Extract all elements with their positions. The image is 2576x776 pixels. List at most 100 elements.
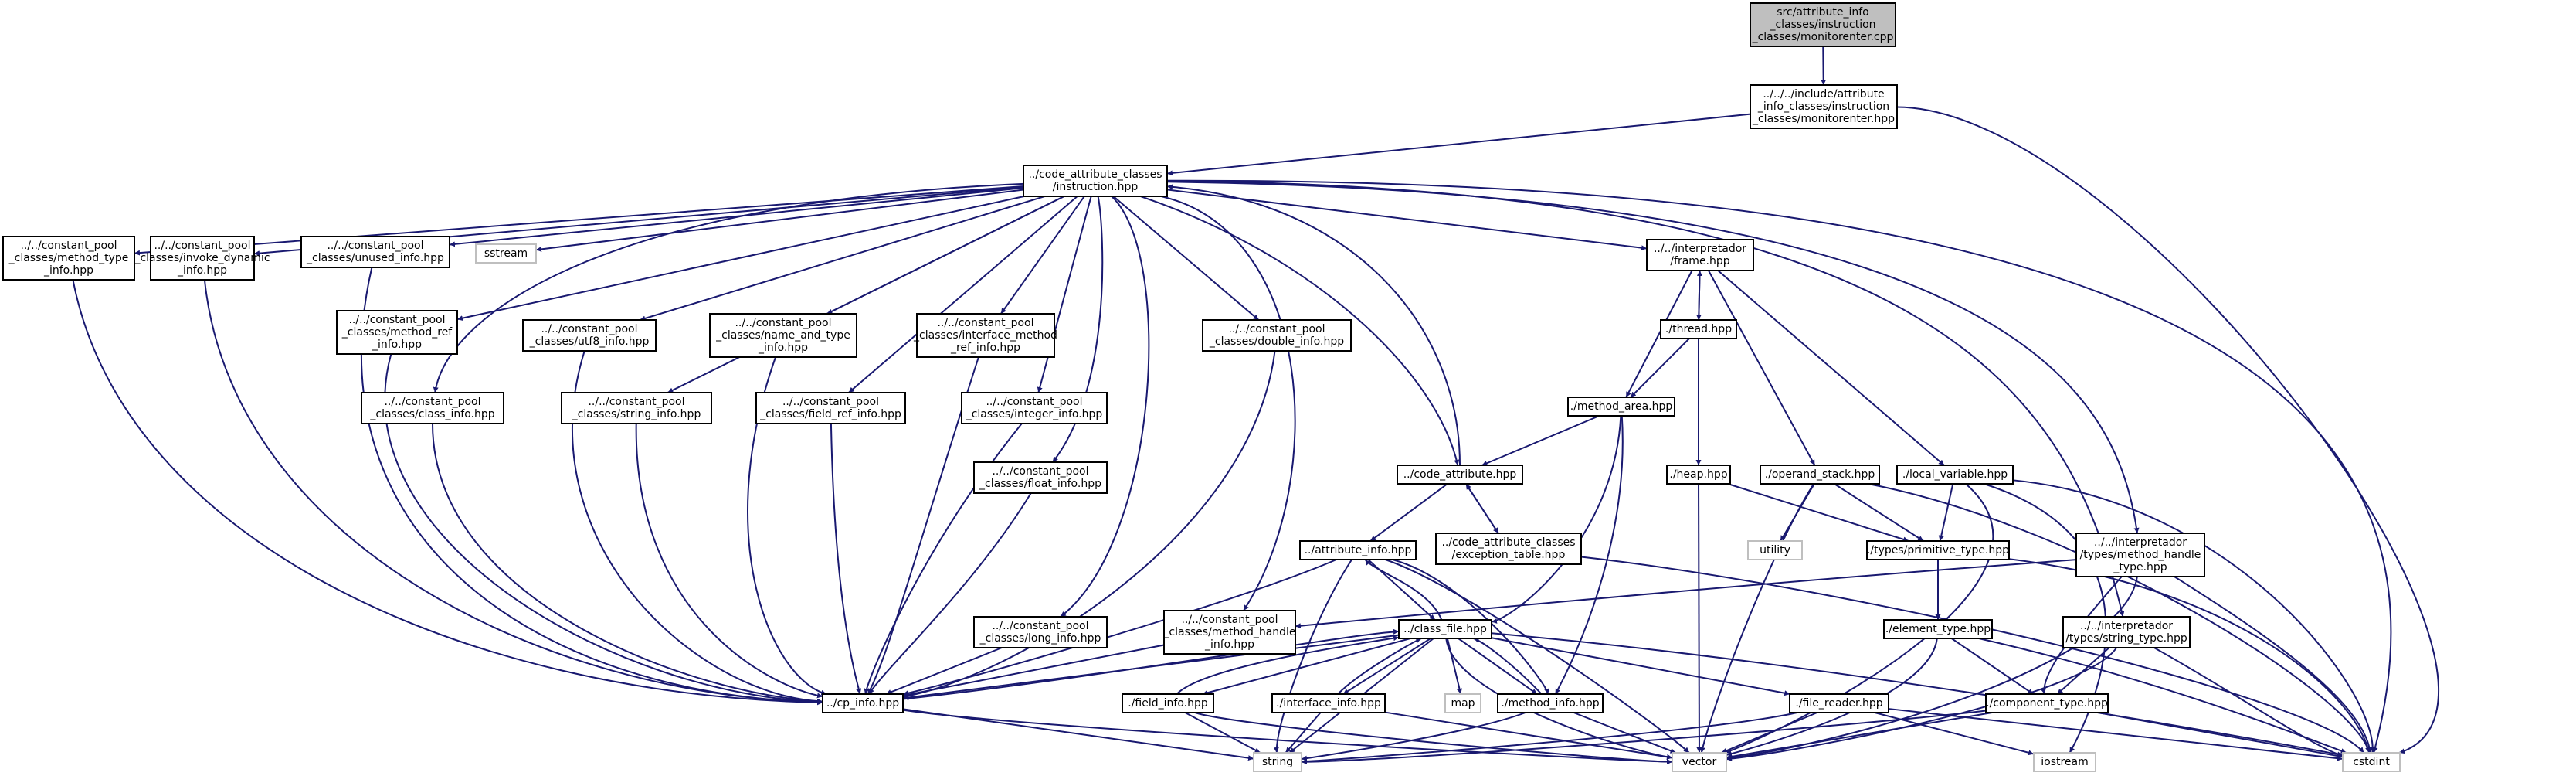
edge-operand_stack_hpp-to-primitive_type_hpp <box>1834 483 1924 542</box>
node-operand-stack-hpp[interactable]: ./operand_stack.hpp <box>1760 465 1880 485</box>
edge-class_file_hpp-to-cstdint <box>1491 632 2344 757</box>
node-primitive-type-hpp[interactable]: ./types/primitive_type.hpp <box>1866 540 2010 560</box>
node-interface-method-ref-info[interactable]: ../../constant_pool_classes/interface_me… <box>913 313 1057 358</box>
node-label-line: ../cp_info.hpp <box>826 697 899 710</box>
node-label-line: map <box>1451 697 1475 710</box>
node-label-line: _info.hpp <box>43 264 93 277</box>
node-label-line: ./field_info.hpp <box>1128 697 1208 710</box>
node-label-line: vector <box>1682 756 1717 768</box>
node-label-line: ../../constant_pool <box>992 620 1088 632</box>
node-string-type-hpp[interactable]: ../../interpretador/types/string_type.hp… <box>2062 616 2191 648</box>
node-label-line: /exception_table.hpp <box>1452 549 1566 561</box>
node-local-variable-hpp[interactable]: ./local_variable.hpp <box>1896 465 2014 485</box>
node-root[interactable]: src/attribute_info_classes/instruction_c… <box>1750 2 1896 47</box>
node-heap-hpp[interactable]: ./heap.hpp <box>1666 465 1731 485</box>
edge-double_info-to-cp_info_hpp <box>902 350 1276 699</box>
node-class-file-hpp[interactable]: ../class_file.hpp <box>1398 619 1492 639</box>
node-method-type-info[interactable]: ../../constant_pool_classes/method_type_… <box>2 236 135 281</box>
node-frame-hpp[interactable]: ../../interpretador/frame.hpp <box>1646 239 1754 271</box>
node-utf8-info[interactable]: ../../constant_pool_classes/utf8_info.hp… <box>522 319 657 352</box>
edge-instruction_hpp-to-class_info <box>433 182 1024 393</box>
node-field-ref-info[interactable]: ../../constant_pool_classes/field_ref_in… <box>755 392 906 424</box>
node-string-info[interactable]: ../../constant_pool_classes/string_info.… <box>561 392 712 424</box>
node-label-line: ./local_variable.hpp <box>1902 468 2008 481</box>
node-label-line: ../../constant_pool <box>986 396 1082 408</box>
edge-instruction_hpp-to-sstream <box>535 189 1024 252</box>
node-cp-info-hpp[interactable]: ../cp_info.hpp <box>822 693 904 713</box>
edge-unused_info-to-cp_info_hpp <box>361 267 823 706</box>
node-label-line: ../../interpretador <box>1654 243 1746 255</box>
edge-instruction_hpp-to-string_info <box>667 196 1065 393</box>
node-long-info[interactable]: ../../constant_pool_classes/long_info.hp… <box>973 616 1108 648</box>
edge-interface_info_hpp-to-class_file_hpp <box>1337 638 1422 695</box>
edge-instruction_hpp-to-utf8_info <box>640 196 1045 322</box>
edge-method_handle_type_hpp-to-vector <box>1726 576 2138 761</box>
edge-class_file_hpp-to-attribute_info_hpp <box>1364 559 1443 621</box>
node-map: map <box>1444 693 1481 713</box>
node-sstream: sstream <box>475 243 537 264</box>
node-label-line: ../code_attribute.hpp <box>1403 468 1517 481</box>
edge-class_file_hpp-to-map <box>1446 638 1462 695</box>
edge-field_info_hpp-to-vector <box>1194 712 1673 765</box>
node-method-area-hpp[interactable]: ./method_area.hpp <box>1567 397 1675 417</box>
node-label-line: ../../constant_pool <box>1181 614 1278 626</box>
node-utility: utility <box>1747 540 1803 560</box>
node-element-type-hpp[interactable]: ./element_type.hpp <box>1883 619 1993 639</box>
node-invoke-dynamic-info[interactable]: ../../constant_pool_classes/invoke_dynam… <box>134 236 270 281</box>
edge-class_file_hpp-to-method_info_hpp <box>1458 638 1538 695</box>
node-interface-info-hpp[interactable]: ./interface_info.hpp <box>1271 693 1386 713</box>
node-method-handle-info[interactable]: ../../constant_pool_classes/method_handl… <box>1162 610 1296 655</box>
edge-method_area_hpp-to-method_info_hpp <box>1554 415 1624 695</box>
edge-instruction_hpp-to-frame_hpp <box>1166 189 1648 251</box>
node-label-line: ../../../include/attribute <box>1763 88 1884 100</box>
node-integer-info[interactable]: ../../constant_pool_classes/integer_info… <box>961 392 1108 424</box>
node-thread-hpp[interactable]: ./thread.hpp <box>1660 319 1737 339</box>
node-iostream: iostream <box>2033 752 2096 772</box>
edge-class_file_hpp-to-field_info_hpp <box>1202 638 1411 696</box>
node-double-info[interactable]: ../../constant_pool_classes/double_info.… <box>1202 319 1352 352</box>
node-label-line: ../../constant_pool <box>1228 323 1325 335</box>
node-attribute-info-hpp[interactable]: ../attribute_info.hpp <box>1299 540 1417 560</box>
edge-instruction_hpp-to-method_handle_info <box>1161 196 1296 611</box>
node-unused-info[interactable]: ../../constant_pool_classes/unused_info.… <box>300 236 450 268</box>
node-label-line: _ref_info.hpp <box>950 342 1020 354</box>
node-label-line: ../../constant_pool <box>384 396 480 408</box>
node-name-and-type-info[interactable]: ../../constant_pool_classes/name_and_typ… <box>709 313 857 358</box>
edge-method_type_info-to-cp_info_hpp <box>72 279 823 706</box>
edge-exception_table_hpp-to-code_attribute_hpp <box>1465 483 1499 534</box>
edge-method_handle_info-to-cp_info_hpp <box>902 644 1165 698</box>
node-label-line: _classes/float_info.hpp <box>979 478 1101 490</box>
node-label-line: _classes/double_info.hpp <box>1209 335 1344 348</box>
node-code-attribute-hpp[interactable]: ../code_attribute.hpp <box>1397 465 1523 485</box>
edge-frame_hpp-to-method_area_hpp <box>1625 270 1693 398</box>
edge-method_info_hpp-to-string <box>1301 712 1526 761</box>
node-field-info-hpp[interactable]: ./field_info.hpp <box>1122 693 1214 713</box>
node-exception-table-hpp[interactable]: ../code_attribute_classes/exception_tabl… <box>1435 533 1582 565</box>
edge-file_reader_hpp-to-vector <box>1721 712 1817 754</box>
edge-local_variable_hpp-to-primitive_type_hpp <box>1938 483 1954 542</box>
node-monitorenter-hpp[interactable]: ../../../include/attribute_info_classes/… <box>1750 84 1898 129</box>
node-label-line: ../../interpretador <box>2080 620 2173 632</box>
node-method-ref-info[interactable]: ../../constant_pool_classes/method_ref_i… <box>336 310 458 355</box>
node-label-line: _classes/method_type <box>8 252 129 264</box>
node-class-info[interactable]: ../../constant_pool_classes/class_info.h… <box>361 392 504 424</box>
node-component-type-hpp[interactable]: ./component_type.hpp <box>1985 693 2109 713</box>
edge-element_type_hpp-to-component_type_hpp <box>1951 638 2034 695</box>
node-label-line: ../../constant_pool <box>154 240 250 252</box>
edge-float_info-to-cp_info_hpp <box>868 492 1032 695</box>
edge-method_info_hpp-to-class_file_hpp <box>1473 637 1543 695</box>
node-file-reader-hpp[interactable]: ./file_reader.hpp <box>1789 693 1889 713</box>
node-method-handle-type-hpp[interactable]: ../../interpretador/types/method_handle_… <box>2075 533 2205 577</box>
edge-method_area_hpp-to-code_attribute_hpp <box>1481 415 1600 466</box>
node-label-line: _classes/string_info.hpp <box>572 408 701 420</box>
node-instruction-hpp[interactable]: ../code_attribute_classes/instruction.hp… <box>1023 165 1168 197</box>
node-label-line: ../../constant_pool <box>327 240 423 252</box>
node-label-line: ../../constant_pool <box>782 396 879 408</box>
node-float-info[interactable]: ../../constant_pool_classes/float_info.h… <box>973 461 1108 494</box>
node-string: string <box>1253 752 1302 772</box>
node-label-line: _info.hpp <box>177 264 227 277</box>
node-label-line: _info.hpp <box>1204 638 1254 651</box>
edge-code_attribute_hpp-to-instruction_hpp <box>1166 184 1461 466</box>
node-method-info-hpp[interactable]: ./method_info.hpp <box>1497 693 1604 713</box>
